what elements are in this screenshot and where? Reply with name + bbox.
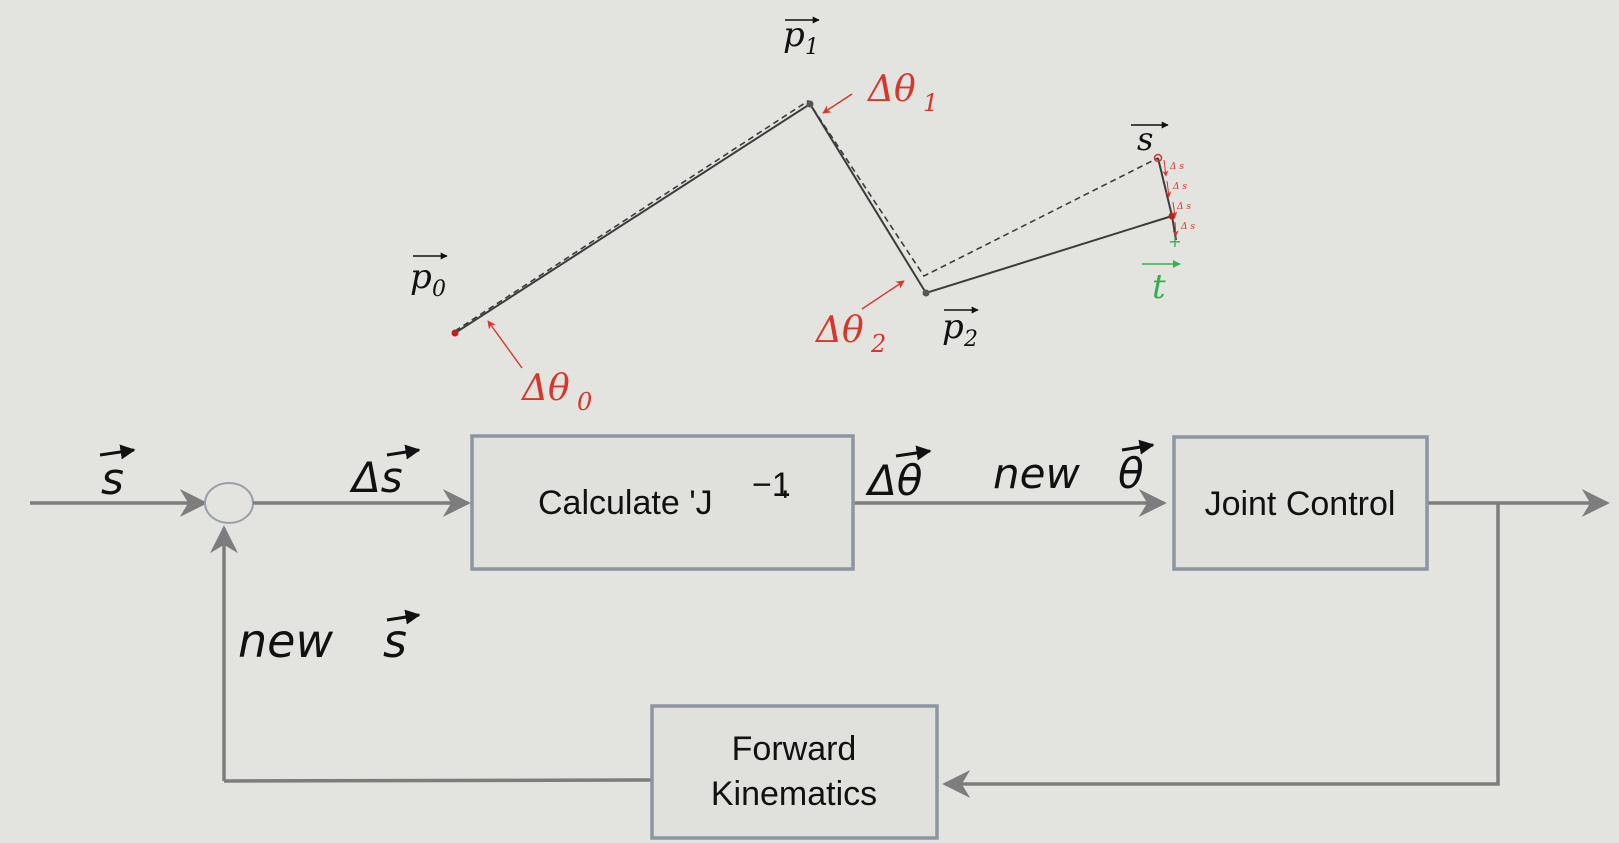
delta-s-step-labels: Δ s Δ s Δ s Δ s xyxy=(1169,162,1195,232)
fk-to-feedback-line xyxy=(223,778,652,783)
end-effector-step-line xyxy=(1157,157,1173,217)
label-p2: p 2 xyxy=(942,306,979,352)
calculate-jacobian-box: Calculate 'J −1 ' xyxy=(470,434,855,571)
input-s-label: s xyxy=(99,444,136,505)
label-p1: p 1 xyxy=(783,15,820,60)
svg-text:Kinematics: Kinematics xyxy=(711,775,877,813)
label-theta0: Δθ 0 xyxy=(520,368,592,416)
block-diagram: Calculate 'J −1 ' Joint Control Forward … xyxy=(30,434,1610,840)
svg-text:2: 2 xyxy=(870,330,886,358)
label-theta1: Δθ 1 xyxy=(866,69,938,117)
svg-text:Δθ: Δθ xyxy=(866,69,916,110)
target-cross: + xyxy=(1168,232,1181,251)
joint-p0 xyxy=(451,329,459,337)
delta-s-label: Δs xyxy=(349,444,421,502)
end-effector-point xyxy=(1153,153,1163,163)
svg-text:1: 1 xyxy=(923,89,938,117)
feedback-new-s-label: new s xyxy=(238,609,421,668)
delta-theta-label: Δθ xyxy=(865,445,932,505)
svg-text:t: t xyxy=(1152,267,1166,307)
svg-text:−1: −1 xyxy=(752,466,791,504)
arm-chain-dashed xyxy=(454,99,1159,332)
joint-p2 xyxy=(922,289,930,297)
arm-chain-solid xyxy=(454,102,1173,334)
svg-text:s: s xyxy=(1137,120,1153,158)
feedback-to-fk-line xyxy=(942,503,1500,798)
svg-text:': ' xyxy=(782,484,789,522)
svg-text:new: new xyxy=(238,614,333,668)
label-theta2: Δθ 2 xyxy=(814,310,886,358)
svg-text:1: 1 xyxy=(805,35,819,60)
theta0-pointer xyxy=(487,320,523,369)
svg-text:Joint Control: Joint Control xyxy=(1205,485,1396,523)
svg-text:2: 2 xyxy=(963,327,978,352)
svg-text:s: s xyxy=(383,614,407,668)
svg-text:Δθ: Δθ xyxy=(520,368,570,409)
svg-text:Δs: Δs xyxy=(349,453,403,502)
new-theta-label: new θ xyxy=(993,439,1155,498)
delta-s-steps xyxy=(1162,159,1179,237)
svg-text:new: new xyxy=(993,449,1080,498)
svg-text:Calculate 'J: Calculate 'J xyxy=(538,484,713,522)
step-label-1: Δ s xyxy=(1169,162,1184,172)
joint-control-box: Joint Control xyxy=(1172,435,1429,571)
label-s: s xyxy=(1131,120,1169,158)
label-t: t xyxy=(1142,260,1181,307)
svg-text:p: p xyxy=(783,15,805,55)
theta2-pointer xyxy=(861,280,905,310)
step-label-4: Δ s xyxy=(1180,222,1195,232)
svg-text:p: p xyxy=(942,307,964,347)
svg-text:p: p xyxy=(410,257,432,297)
svg-text:Forward: Forward xyxy=(732,730,857,768)
svg-text:s: s xyxy=(101,454,124,505)
svg-text:0: 0 xyxy=(432,277,446,302)
forward-kinematics-box: Forward Kinematics xyxy=(650,704,939,840)
svg-text:θ: θ xyxy=(1118,449,1144,498)
joint-p1 xyxy=(806,100,814,108)
step-label-3: Δ s xyxy=(1176,202,1191,212)
arm-diagram: + Δ s Δ s Δ s Δ s p 0 p 1 xyxy=(410,15,1195,416)
svg-text:Δθ: Δθ xyxy=(814,310,864,351)
label-p0: p 0 xyxy=(410,252,448,302)
summing-junction xyxy=(204,482,254,524)
svg-text:0: 0 xyxy=(577,388,592,416)
theta1-pointer xyxy=(822,93,853,114)
svg-text:Δθ: Δθ xyxy=(865,456,922,505)
step-label-2: Δ s xyxy=(1172,182,1187,192)
